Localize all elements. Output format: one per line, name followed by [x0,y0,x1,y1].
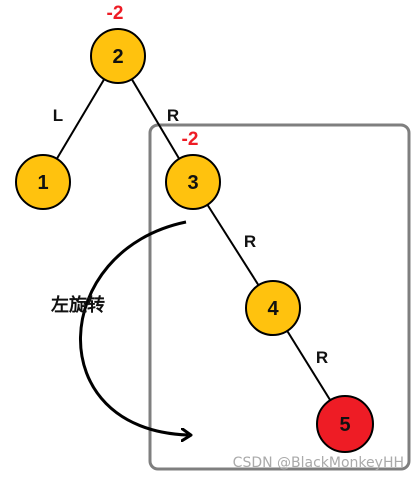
node-4-label: 4 [267,298,279,320]
rotation-arrow [79,220,188,435]
node-1-circle [15,154,71,210]
node-2-circle [90,28,146,84]
edge-label-2-1: L [53,106,63,125]
node-4-circle [245,280,301,336]
node-5-label: 5 [339,414,350,436]
node-3-circle [165,154,221,210]
node-2: 2 [90,28,146,84]
balance-factor-node-3: -2 [182,129,199,150]
edge-label-3-4: R [244,232,256,251]
node-1-label: 1 [37,172,48,194]
balance-factor-node-2: -2 [107,3,124,24]
node-1: 1 [15,154,71,210]
node-4: 4 [245,280,301,336]
edge-label-4-5: R [316,348,328,367]
watermark: CSDN @BlackMonkeyHH [233,455,404,471]
rotation-label: 左旋转 [51,294,105,316]
node-3: 3 [165,154,221,210]
node-3-label: 3 [187,172,198,194]
node-5: 5 [316,395,374,453]
node-5-circle [316,395,374,453]
subtree-highlight-box [148,123,411,471]
node-2-label: 2 [112,46,123,68]
edge-label-2-3: R [167,106,179,125]
